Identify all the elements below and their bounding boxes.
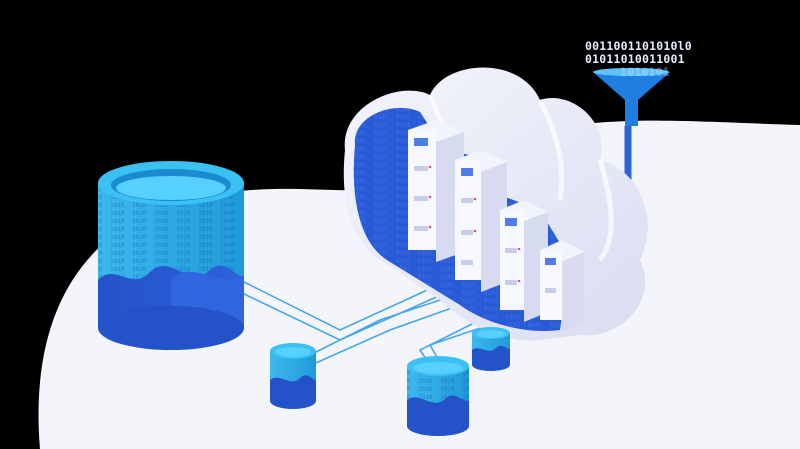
server-rack-icon	[408, 120, 584, 332]
binary-stream-line: 01011010011001	[585, 52, 685, 66]
database-icon	[407, 356, 469, 436]
binary-stream-line: 0011001101010l0	[585, 39, 692, 53]
database-icon	[98, 161, 244, 350]
binary-stream-line: 1010101	[620, 65, 670, 79]
database-icon	[270, 343, 316, 409]
database-icon	[472, 327, 510, 371]
